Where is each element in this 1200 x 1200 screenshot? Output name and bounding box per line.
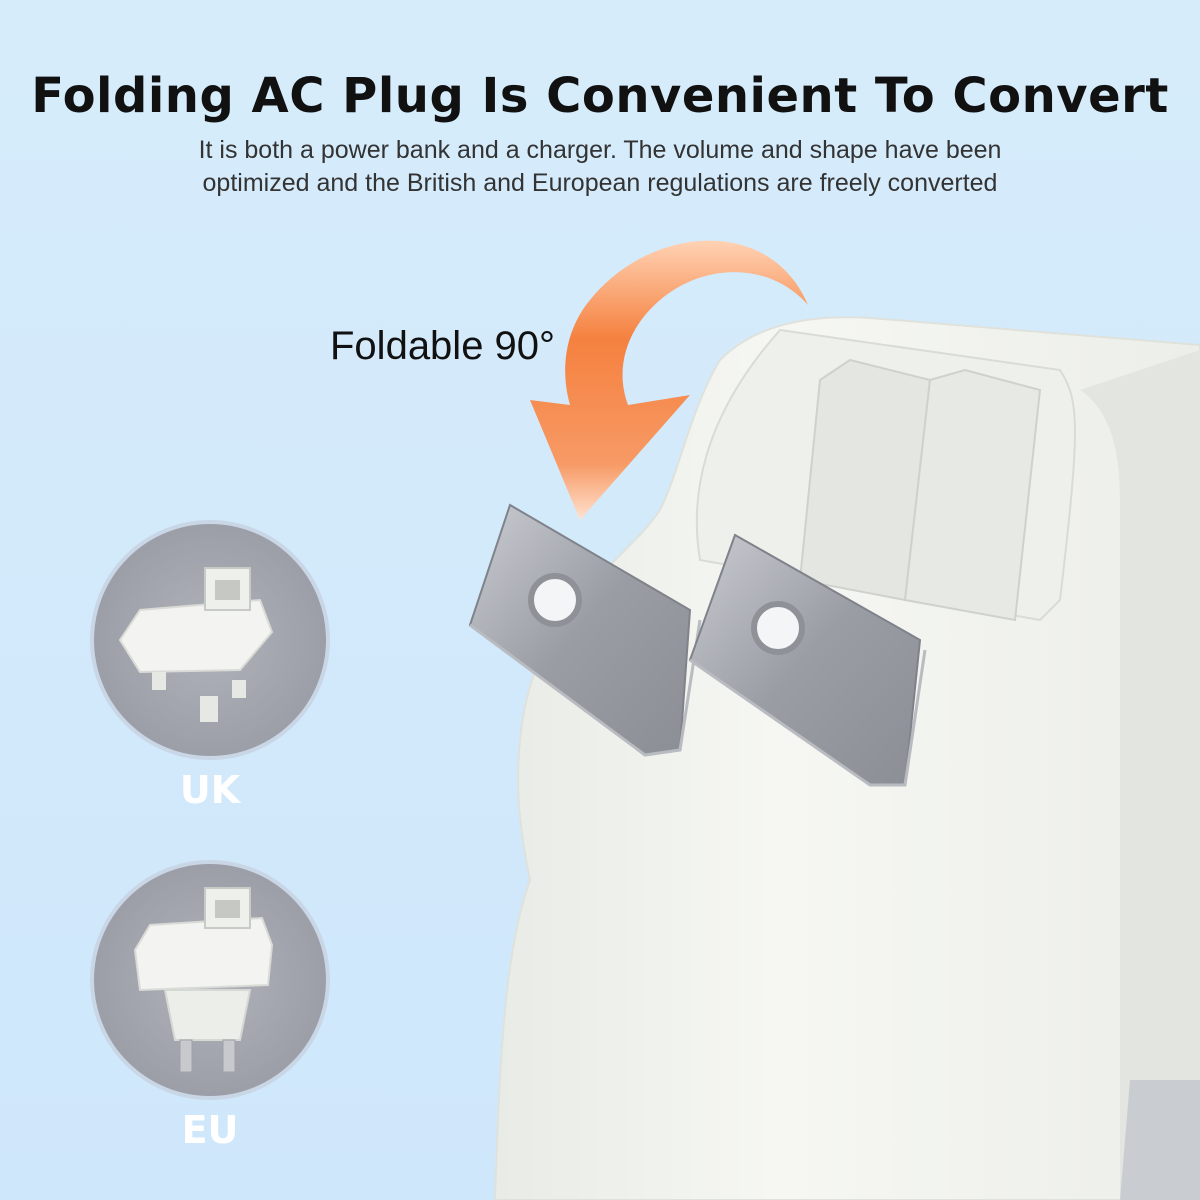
left-prong bbox=[468, 503, 702, 757]
uk-plug-icon bbox=[118, 567, 274, 722]
fold-arrow-icon bbox=[530, 240, 808, 520]
page-title: Folding AC Plug Is Convenient To Convert bbox=[31, 68, 1169, 124]
right-prong bbox=[688, 533, 927, 787]
page-subtitle: It is both a power bank and a charger. T… bbox=[100, 134, 1100, 200]
subtitle-line-1: It is both a power bank and a charger. T… bbox=[198, 136, 1002, 164]
eu-adapter-badge bbox=[90, 860, 330, 1100]
eu-plug-icon bbox=[133, 887, 274, 1073]
foldable-label: Foldable 90° bbox=[330, 324, 556, 368]
uk-adapter-badge bbox=[90, 520, 330, 760]
eu-label: EU bbox=[181, 1108, 239, 1152]
uk-label: UK bbox=[179, 768, 241, 812]
subtitle-line-2: optimized and the British and European r… bbox=[202, 169, 998, 197]
